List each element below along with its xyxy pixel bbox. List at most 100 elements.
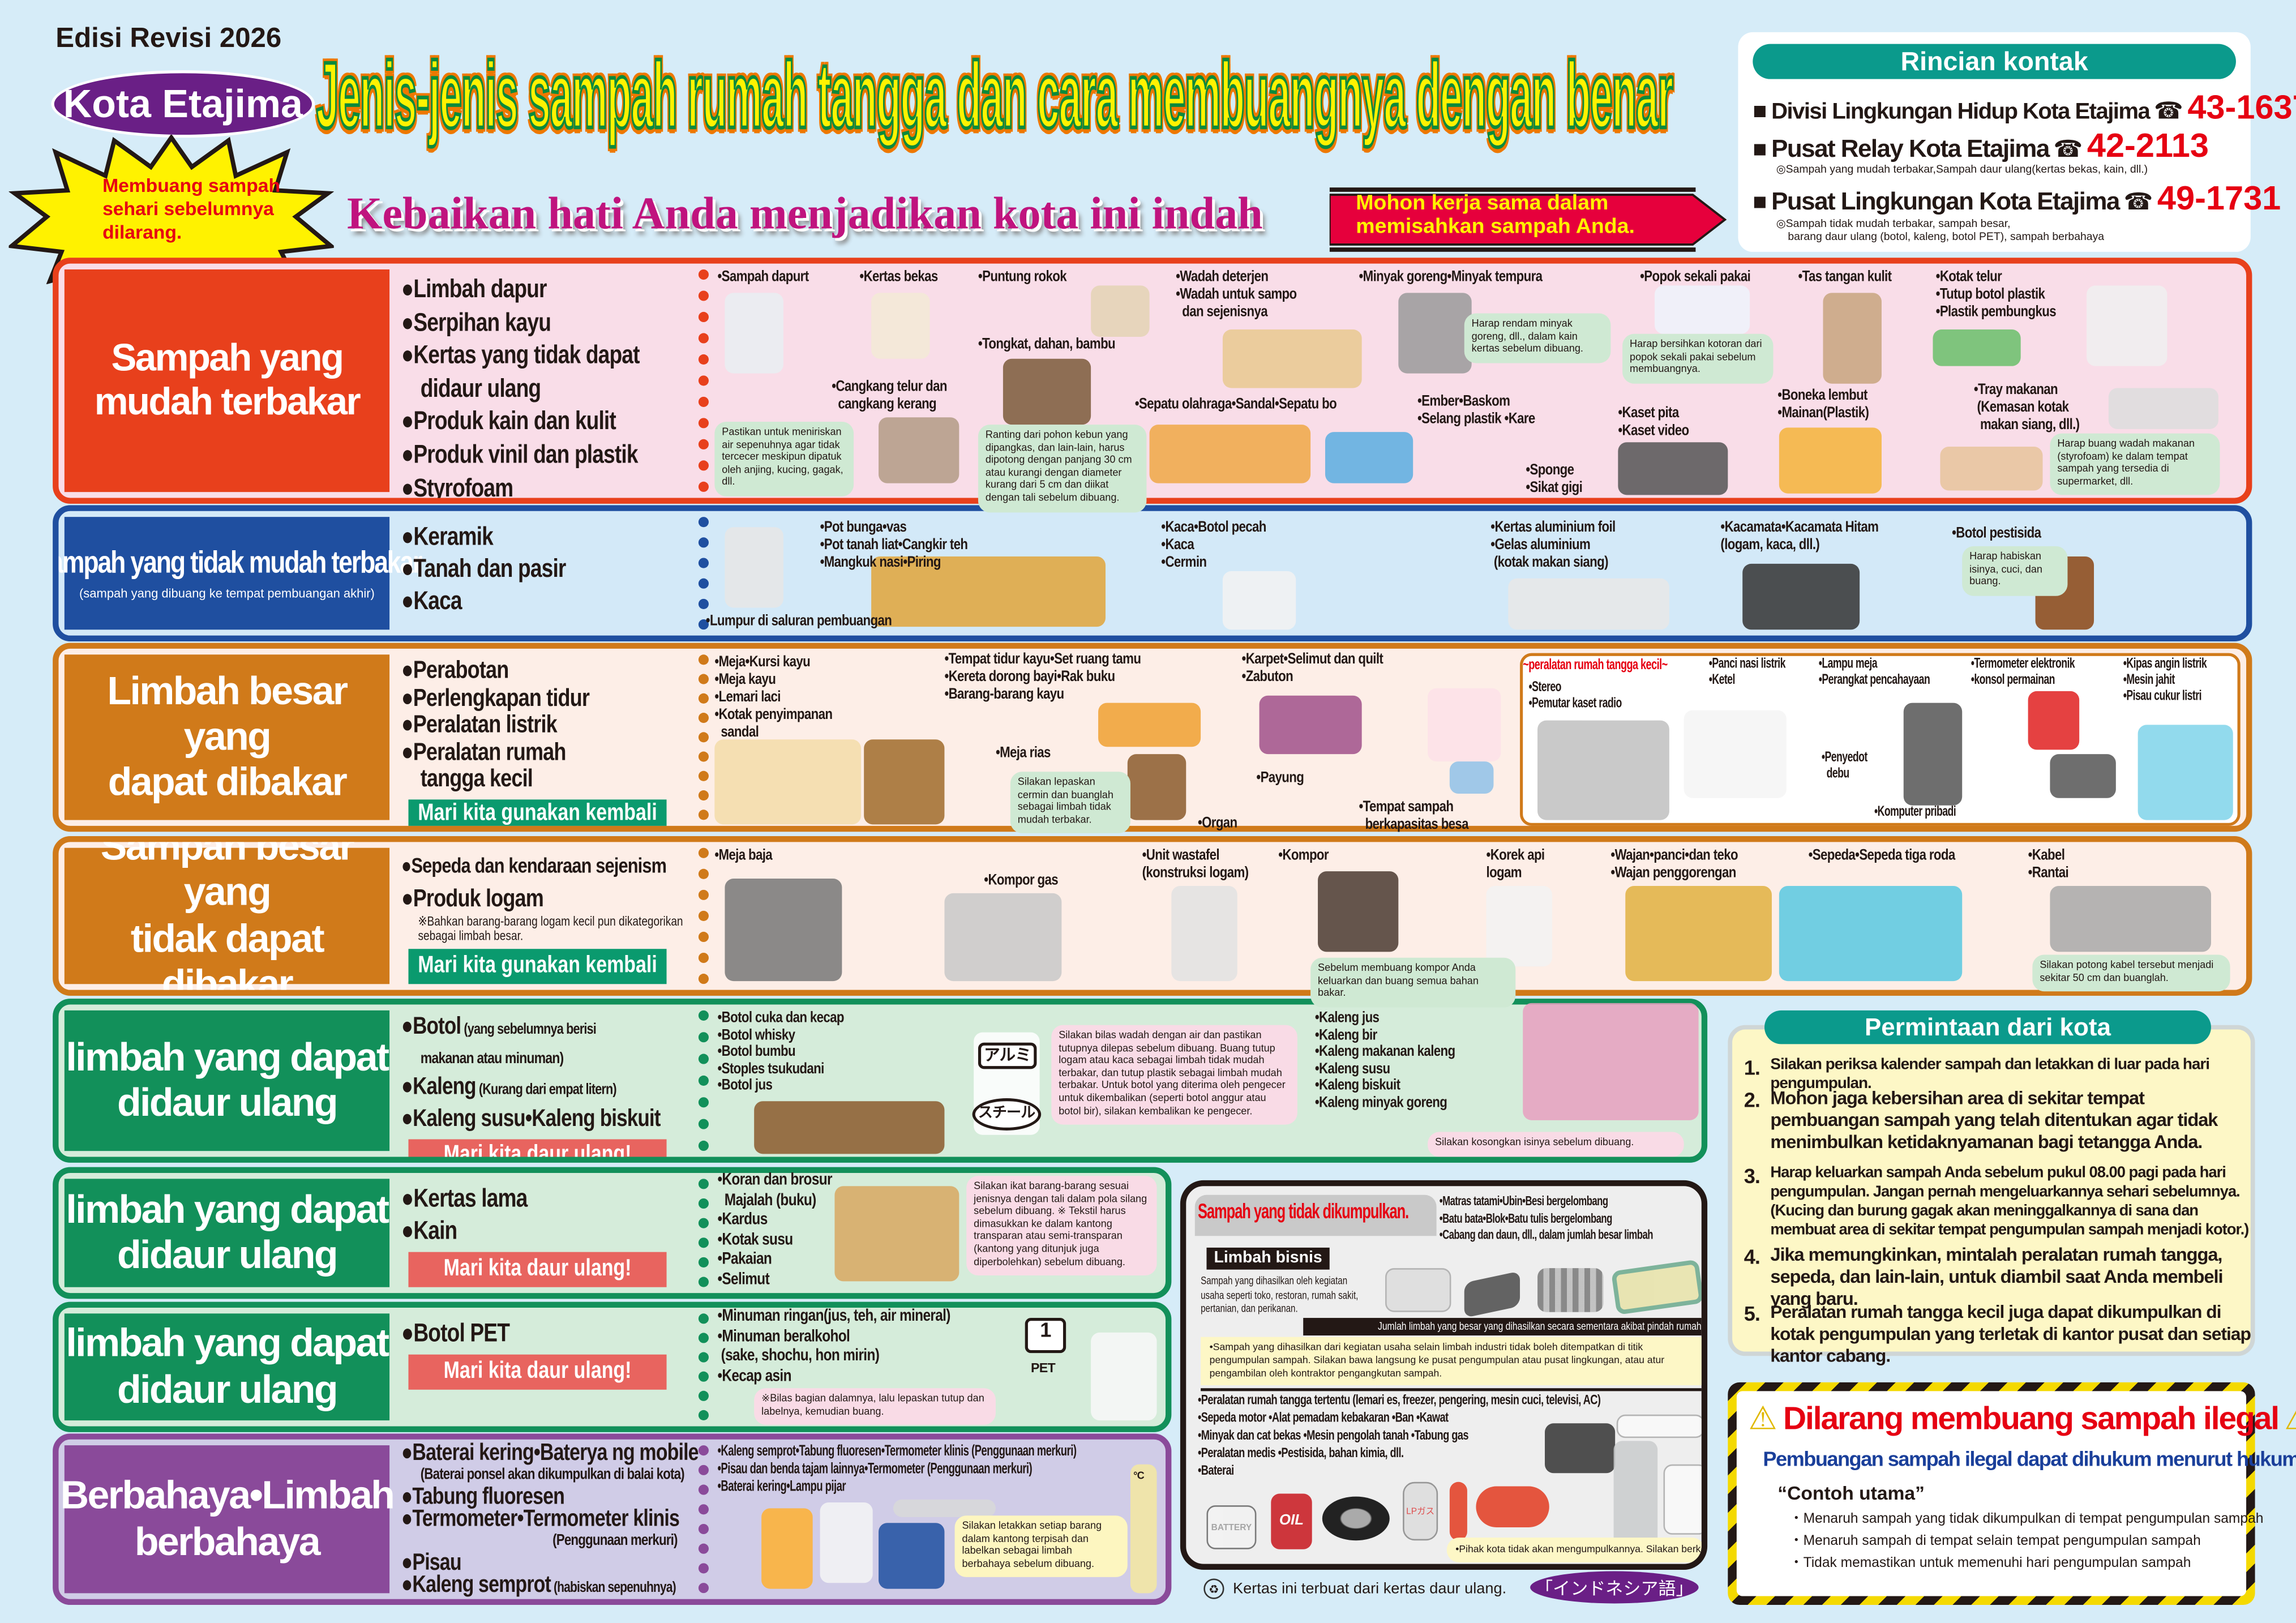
request-number: 3. bbox=[1744, 1164, 1760, 1188]
video-cassette-illustration bbox=[1618, 442, 1728, 495]
category-item-text: Perabotan bbox=[413, 656, 509, 684]
category-item: ●Keramik bbox=[401, 520, 689, 552]
category-item-text: Baterai kering•Baterya ng mobile bbox=[412, 1441, 699, 1466]
item-label: •Kaca•Botol pecah •Kaca •Cermin bbox=[1161, 518, 1266, 571]
washing-machine-illustration bbox=[1663, 1464, 1702, 1535]
item-label: •Pot bunga•vas •Pot tanah liat•Cangkir t… bbox=[820, 518, 968, 571]
phone-icon: ☎ bbox=[2153, 99, 2183, 125]
category-item: ●Limbah dapur bbox=[401, 272, 689, 305]
business-waste-desc: Sampah yang dihasilkan oleh kegiatan usa… bbox=[1201, 1274, 1359, 1315]
category-item-note: (habiskan sepenuhnya) bbox=[551, 1580, 676, 1596]
item-label: •Karpet•Selimut dan quilt •Zabuton bbox=[1241, 650, 1383, 686]
category-item: makanan atau minuman) bbox=[401, 1045, 689, 1073]
example-text: Menaruh sampah di tempat selain tempat p… bbox=[1803, 1533, 2201, 1549]
sink-illustration bbox=[1171, 885, 1237, 982]
contact-phone[interactable]: 49-1731 bbox=[2157, 178, 2281, 217]
cigarette-butts-illustration bbox=[1091, 285, 1150, 337]
category-label-line: berbahaya bbox=[134, 1519, 321, 1564]
item-label: •Lampu meja •Perangkat pencahayaan bbox=[1818, 656, 1930, 688]
example-item: ・Tidak memastikan untuk memenuhi hari pe… bbox=[1789, 1555, 2191, 1571]
phone-icon: ☎ bbox=[2123, 190, 2153, 216]
illegal-examples: ・Menaruh sampah yang tidak dikumpulkan d… bbox=[1789, 1508, 2263, 1574]
tire-illustration bbox=[1322, 1496, 1390, 1541]
contact-phone[interactable]: 43-1637 bbox=[2187, 88, 2296, 126]
category-label-line: limbah yang dapat bbox=[66, 1035, 389, 1080]
illegal-title: Dilarang membuang sampah ilegal bbox=[1783, 1399, 2280, 1437]
requests-title: Permintaan dari kota bbox=[1764, 1010, 2211, 1044]
title-band bbox=[1194, 1194, 1437, 1236]
example-item: ・Menaruh sampah di tempat selain tempat … bbox=[1789, 1533, 2201, 1549]
steel-desk-illustration bbox=[725, 879, 842, 982]
bullet-icon: ● bbox=[401, 521, 414, 551]
contact-title: Rincian kontak bbox=[1753, 44, 2236, 79]
item-label: •Penyedot debu bbox=[1821, 750, 1867, 782]
instruction-note: ※Bilas bagian dalamnya, lalu lepaskan tu… bbox=[754, 1388, 996, 1425]
air-conditioner-illustration bbox=[1616, 1414, 1702, 1438]
contact-note: ◎Sampah yang mudah terbakar,Sampah daur … bbox=[1776, 162, 2148, 176]
category-badge: Mari kita gunakan kembali bbox=[408, 799, 667, 826]
instruction-note: Sebelum membuang kompor Anda keluarkan d… bbox=[1310, 957, 1516, 1008]
list-item: •Peralatan medis •Pestisida, bahan kimia… bbox=[1197, 1445, 1404, 1460]
television-illustration bbox=[1545, 1423, 1616, 1474]
paper-scraps-illustration bbox=[871, 293, 930, 359]
category-item-text: makanan atau minuman) bbox=[420, 1049, 564, 1067]
category-badge: Mari kita daur ulang! bbox=[408, 1354, 667, 1390]
category-label-line: didaur ulang bbox=[117, 1367, 339, 1411]
contact-phone[interactable]: 42-2113 bbox=[2087, 126, 2209, 164]
category-item-text: Kaleng susu•Kaleng biskuit bbox=[413, 1104, 661, 1132]
phone-icon: ☎ bbox=[2053, 138, 2083, 163]
page-subtitle: Kebaikan hati Anda menjadikan kota ini i… bbox=[347, 187, 1263, 239]
page-title: Jenis-jenis sampah rumah tangga dan cara… bbox=[315, 41, 1674, 150]
category-item: ●Serpihan kayu bbox=[401, 306, 689, 339]
category-item-text: Styrofoam bbox=[413, 472, 513, 502]
scooter-illustration bbox=[1476, 1486, 1549, 1527]
category-item-text: (Baterai ponsel akan dikumpulkan di bala… bbox=[420, 1466, 685, 1484]
battery-illustration: BATTERY bbox=[1206, 1505, 1257, 1549]
roof-tile-illustration bbox=[1464, 1271, 1520, 1318]
category-item-text: Limbah dapur bbox=[413, 273, 547, 303]
dotted-separator bbox=[698, 1010, 709, 1151]
dotted-separator bbox=[698, 1313, 709, 1421]
bullet-icon: ● bbox=[401, 1573, 413, 1598]
illegal-subtitle: Pembuangan sampah ilegal dapat dihukum m… bbox=[1763, 1446, 2296, 1471]
wooden-desk-illustration bbox=[714, 739, 861, 825]
plastic-wrap-illustration bbox=[1933, 329, 2021, 366]
recycled-paper-note: ♻ Kertas ini terbuat dari kertas daur ul… bbox=[1203, 1578, 1506, 1599]
dotted-separator bbox=[698, 654, 709, 820]
category-label-line: Sampah besar yang bbox=[100, 836, 355, 915]
bullet-icon: ● bbox=[401, 553, 414, 583]
instruction-note: Harap bersihkan kotoran dari popok sekal… bbox=[1622, 333, 1774, 384]
category-label-line: dapat dibakar bbox=[108, 760, 348, 804]
bullet-icon: ● bbox=[401, 683, 414, 711]
square-icon: ■ bbox=[1753, 99, 1767, 125]
category-items: ●Limbah dapur●Serpihan kayu●Kertas yang … bbox=[401, 272, 689, 502]
item-label: •Koran dan brosur Majalah (buku) •Kardus… bbox=[717, 1171, 832, 1288]
category-item-text: Kaleng bbox=[413, 1073, 476, 1100]
category-item: ●Tanah dan pasir bbox=[401, 552, 689, 584]
category-items: ● Baterai kering•Baterya ng mobile(Batera… bbox=[401, 1442, 699, 1599]
dotted-separator bbox=[698, 847, 709, 984]
item-label: •Botol pestisida bbox=[1952, 524, 2041, 542]
list-item: •Batu bata•Blok•Batu tulis bergelombang bbox=[1439, 1210, 1613, 1225]
category-item-note: (Kurang dari empat litern) bbox=[476, 1082, 617, 1099]
category-item: ●Kertas yang tidak dapat bbox=[401, 339, 689, 371]
category-item-text: Kain bbox=[413, 1215, 457, 1245]
list-item: •Baterai bbox=[1197, 1463, 1234, 1478]
warning-icon: ⚠ bbox=[2284, 1400, 2296, 1438]
item-label: •Kompor bbox=[1278, 846, 1329, 864]
list-item: •Minyak dan cat bekas •Mesin pengolah ta… bbox=[1197, 1428, 1469, 1442]
city-badge: Kota Etajima bbox=[51, 70, 315, 138]
arrow-banner-icon bbox=[1329, 187, 1727, 252]
not-collected-items: •Peralatan rumah tangga tertentu (lemari… bbox=[1197, 1391, 1601, 1479]
category-item-text: Pisau bbox=[412, 1551, 461, 1576]
edition-label: Edisi Revisi 2026 bbox=[55, 23, 282, 54]
styrofoam-tray-illustration bbox=[2108, 388, 2218, 429]
item-label: •Wajan•panci•dan teko •Wajan penggorenga… bbox=[1610, 846, 1738, 882]
steel-recycle-mark: スチール bbox=[972, 1098, 1041, 1130]
item-label: •Termometer elektronik •konsol permainan bbox=[1971, 656, 2075, 688]
category-label-line: tidak dapat dibakar bbox=[130, 915, 325, 996]
